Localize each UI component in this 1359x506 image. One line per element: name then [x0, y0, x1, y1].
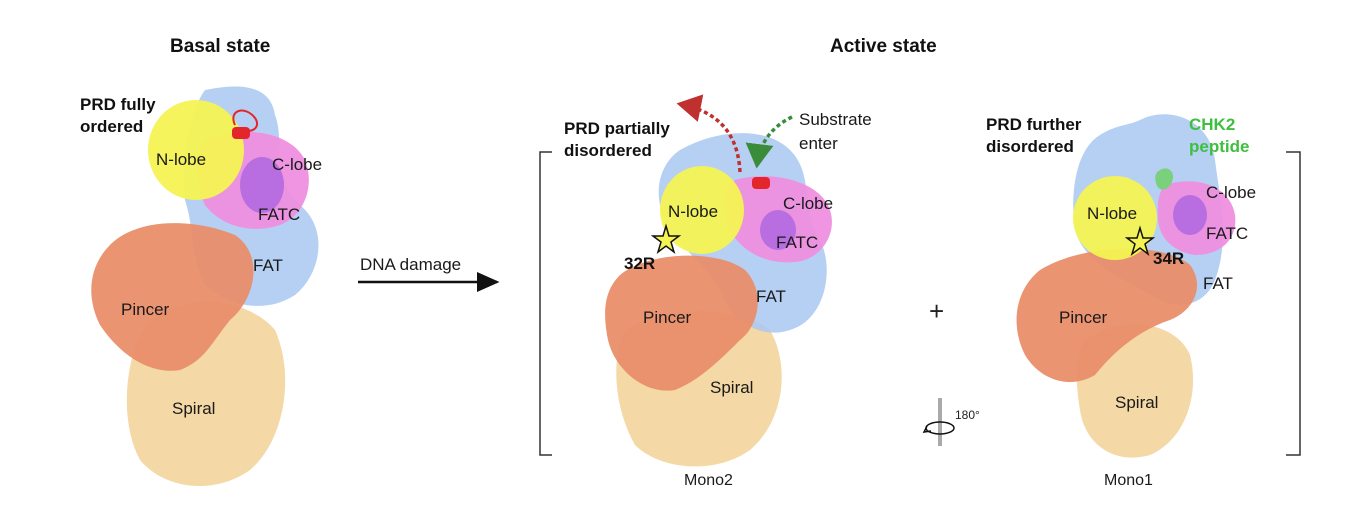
basal-clobe-label: C-lobe [272, 155, 323, 174]
plus-sign: + [929, 296, 945, 326]
mono2-fatc-label: FATC [776, 233, 819, 252]
mono1-structure [1016, 114, 1236, 458]
left-bracket [539, 151, 552, 456]
mono1-residue-label: 34R [1153, 249, 1185, 268]
exit-arrow [676, 94, 742, 173]
basal-nlobe [148, 100, 244, 200]
mono1-nlobe-label: N-lobe [1087, 204, 1138, 223]
basal-pincer-label: Pincer [121, 300, 170, 319]
basal-pincer [91, 223, 254, 371]
basal-fat-label: FAT [253, 256, 283, 275]
basal-fatc-label: FATC [258, 205, 301, 224]
mono2-pincer [605, 255, 758, 391]
mono1-clobe-label: C-lobe [1206, 183, 1257, 202]
heading-active-state: Active state [830, 36, 937, 57]
mono2-spiral-label: Spiral [710, 378, 754, 397]
mono2-fatc-domain [760, 210, 796, 250]
mono1-fatc-domain [1173, 195, 1207, 235]
mono2-pincer-label: Pincer [643, 308, 692, 327]
basal-spiral-label: Spiral [172, 399, 216, 418]
mono2-residue-label: 32R [624, 254, 656, 273]
substrate-enter-arrow [745, 115, 793, 169]
mono1-fatc-label: FATC [1206, 224, 1249, 243]
mono2-fat-label: FAT [756, 287, 786, 306]
mono2-caption: Mono2 [684, 472, 733, 489]
basal-structure [91, 86, 319, 487]
mono1-residue-star [1124, 225, 1156, 256]
mono1-fat-label: FAT [1203, 274, 1233, 293]
rotation-icon [922, 398, 955, 446]
right-bracket [1286, 151, 1301, 456]
mono2-nlobe-label: N-lobe [668, 202, 719, 221]
mono2-prd [752, 177, 770, 189]
basal-fatc-domain [240, 157, 284, 213]
mono2-residue-star [650, 223, 682, 254]
mono1-spiral-label: Spiral [1115, 393, 1159, 412]
mono1-caption: Mono1 [1104, 472, 1153, 489]
basal-nlobe-label: N-lobe [156, 150, 207, 169]
mono2-clobe-label: C-lobe [783, 194, 834, 213]
mono2-structure [605, 133, 832, 467]
mono1-chk2-peptide [1155, 168, 1174, 190]
mono2-nlobe [660, 166, 744, 254]
mono1-pincer-label: Pincer [1059, 308, 1108, 327]
rotation-label: 180° [955, 408, 980, 422]
dna-damage-label: DNA damage [360, 255, 462, 274]
heading-basal-state: Basal state [170, 36, 271, 57]
mono1-pincer [1016, 248, 1198, 383]
